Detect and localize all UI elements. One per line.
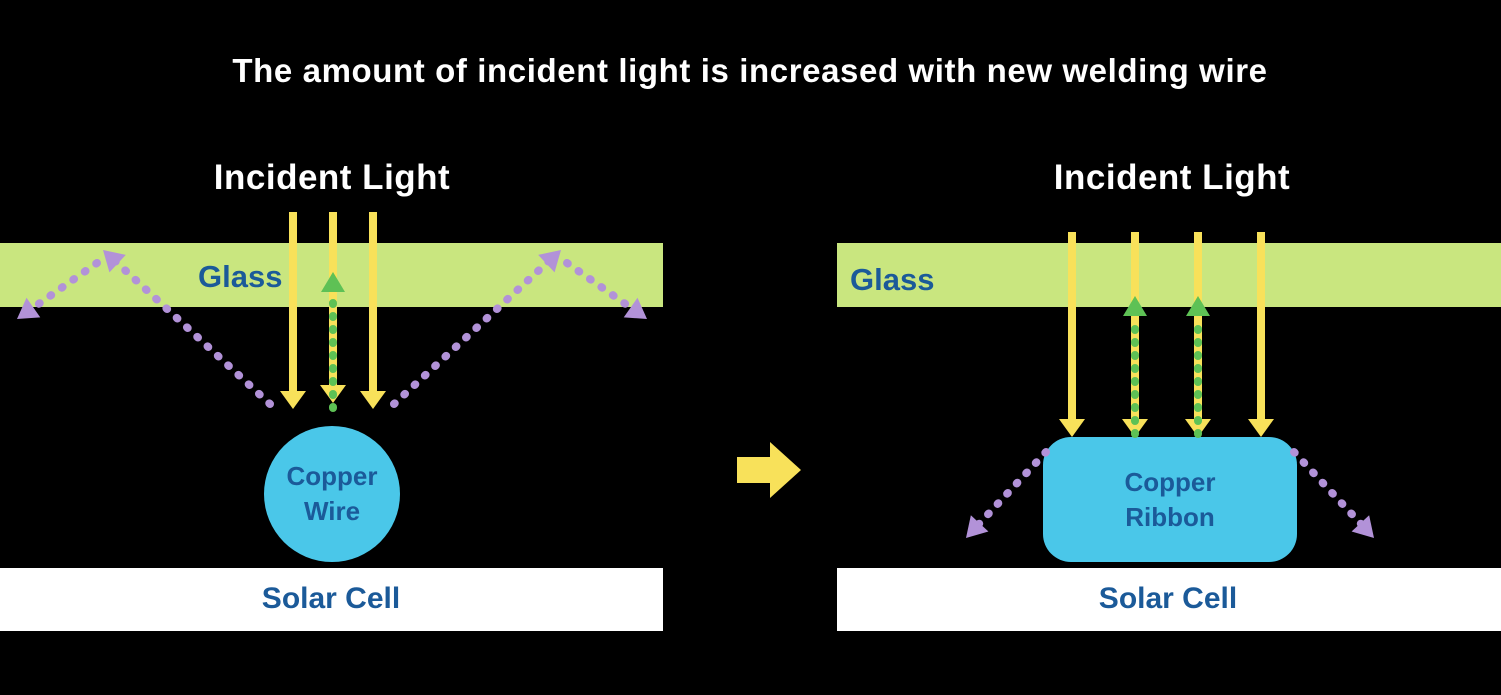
solar-cell-label-right: Solar Cell bbox=[1098, 582, 1238, 615]
glass-label-left: Glass bbox=[198, 259, 283, 294]
glass-panel-left bbox=[0, 243, 663, 307]
absorbed-light-arrow-right-2 bbox=[1186, 296, 1210, 438]
solar-cell-label-left: Solar Cell bbox=[261, 582, 401, 615]
reflected-light-arrow-right-1 bbox=[966, 448, 1050, 538]
absorbed-light-arrow-right-1 bbox=[1123, 296, 1147, 438]
diagram-title: The amount of incident light is increase… bbox=[232, 52, 1268, 89]
incident-light-label-left: Incident Light bbox=[213, 158, 451, 197]
glass-label-right: Glass bbox=[850, 262, 935, 297]
copper-ribbon-label-line2: Ribbon bbox=[1125, 501, 1215, 532]
incident-arrow-left-1 bbox=[280, 212, 306, 409]
copper-wire-label: Copper Wire bbox=[264, 459, 400, 529]
reflected-light-arrow-right-2 bbox=[1290, 448, 1374, 538]
copper-wire-label-line2: Wire bbox=[303, 496, 361, 526]
copper-ribbon-label: Copper Ribbon bbox=[1043, 465, 1297, 535]
solar-cell-bar-left bbox=[0, 568, 663, 631]
incident-light-label-right: Incident Light bbox=[1053, 158, 1291, 197]
copper-ribbon-label-line1: Copper bbox=[1124, 466, 1216, 497]
transition-arrow-icon bbox=[737, 442, 801, 498]
copper-wire-label-line1: Copper bbox=[286, 461, 378, 491]
incident-arrow-left-3 bbox=[360, 212, 386, 409]
copper-ribbon-shape: Copper Ribbon bbox=[1043, 437, 1297, 562]
incident-arrow-left-2 bbox=[320, 212, 346, 403]
solar-cell-bar-right bbox=[837, 568, 1501, 631]
glass-panel-right bbox=[837, 243, 1501, 307]
copper-wire-shape: Copper Wire bbox=[264, 426, 400, 562]
